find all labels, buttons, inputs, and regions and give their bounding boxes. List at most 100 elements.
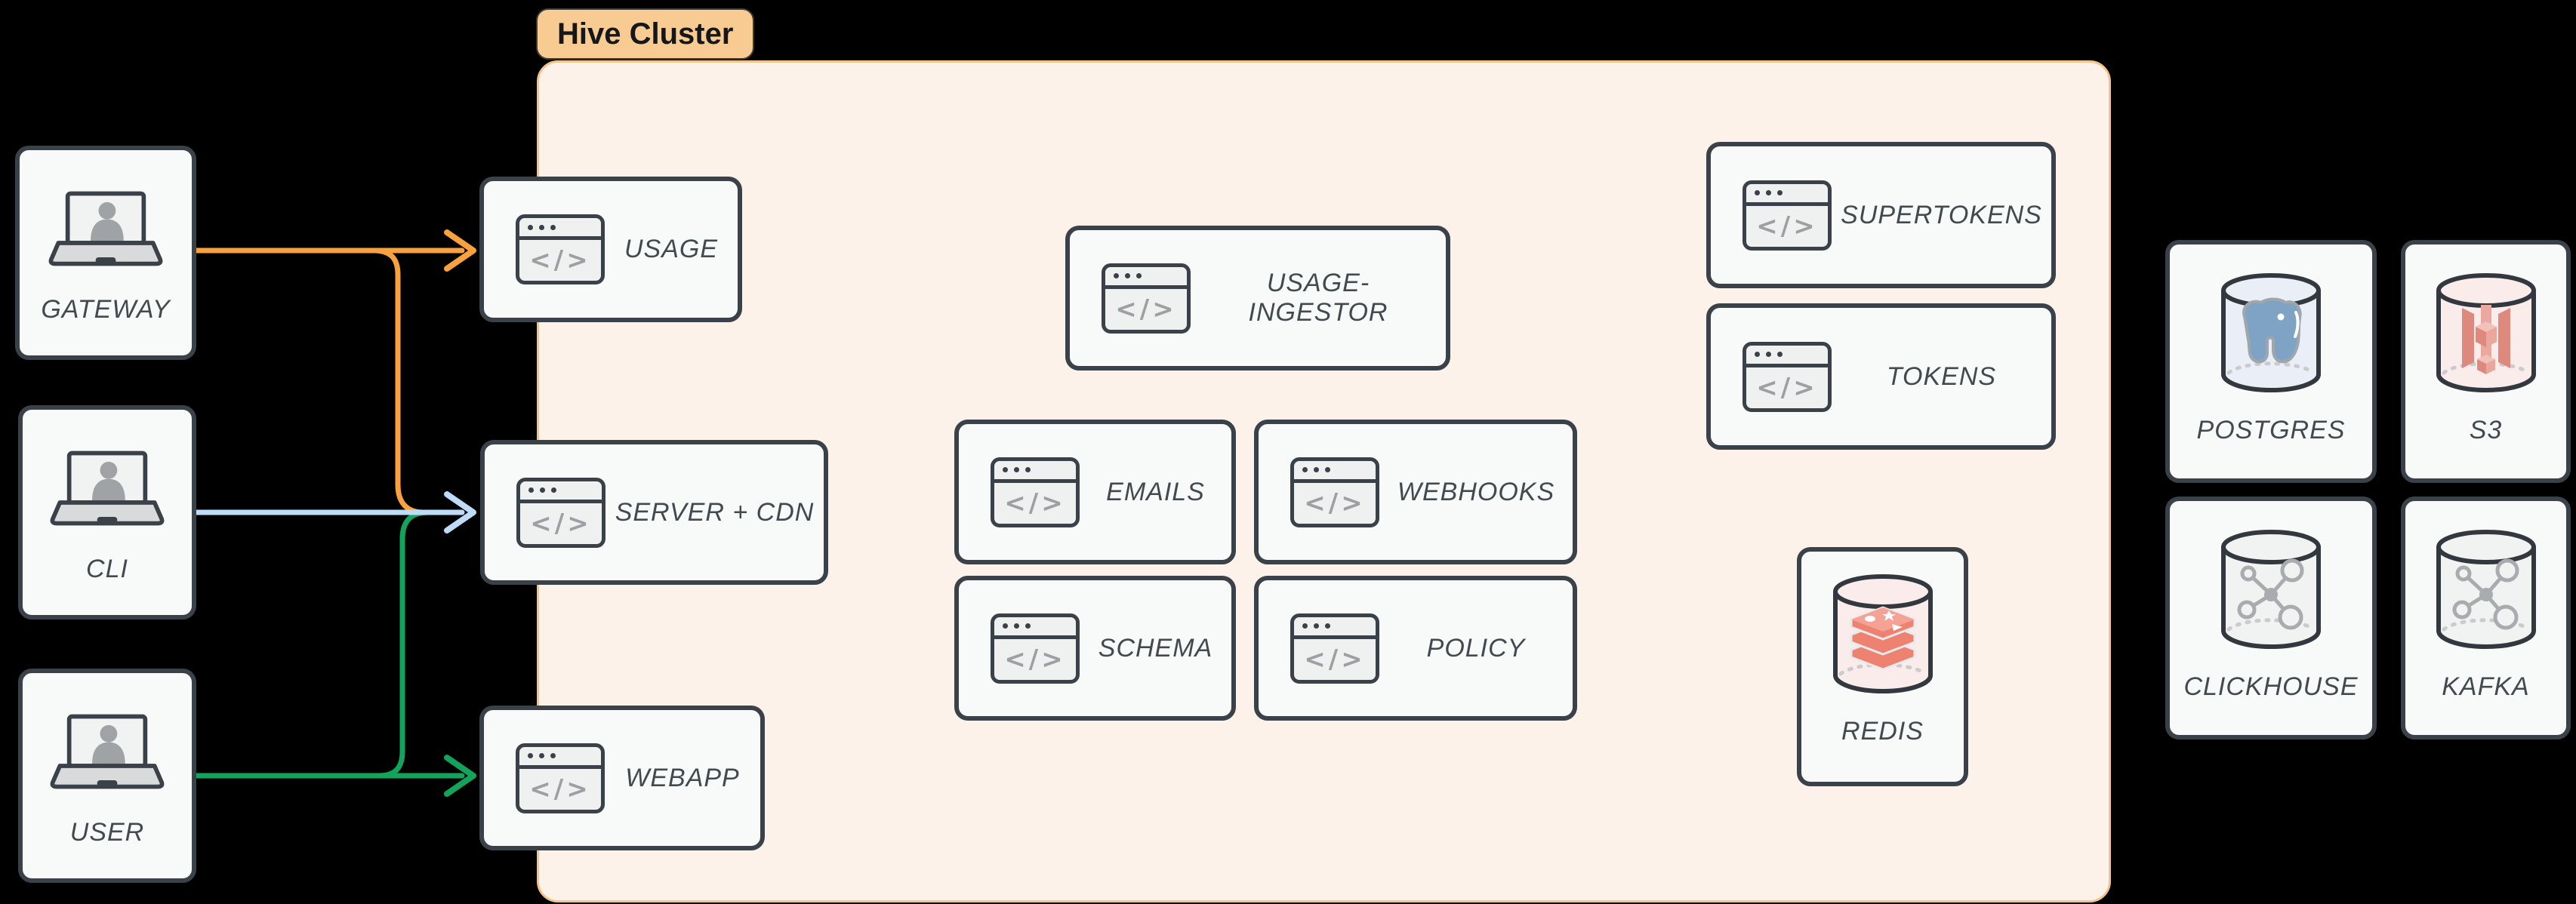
window-titlebar — [1746, 346, 1828, 367]
window-dot — [1136, 273, 1142, 278]
molecule-cylinder-icon — [2221, 530, 2321, 649]
node-gateway: GATEWAY — [15, 146, 196, 360]
kafka-icon-wrap — [2433, 527, 2539, 659]
arrowhead-gateway-usage — [444, 229, 476, 272]
window-body: </> — [1294, 639, 1376, 680]
node-emails-label: EMAILS — [1106, 477, 1205, 506]
node-schema: </> SCHEMA — [954, 576, 1236, 721]
laptop-user-icon — [48, 191, 163, 266]
window-dot — [550, 224, 556, 230]
node-webhooks-label: WEBHOOKS — [1397, 477, 1555, 506]
node-usage-ingestor-label: USAGE-INGESTOR — [1248, 269, 1388, 327]
code-glyph: </> — [1304, 487, 1366, 518]
s3-icon-wrap — [2433, 270, 2539, 402]
code-glyph: </> — [1004, 487, 1066, 518]
window-titlebar — [1746, 184, 1828, 206]
window-dot — [1302, 623, 1308, 629]
window-dot — [528, 487, 534, 493]
node-user: USER — [18, 669, 196, 883]
node-tokens-label: TOKENS — [1886, 361, 1997, 391]
node-supertokens: </> SUPERTOKENS — [1706, 142, 2056, 288]
window-body: </> — [1746, 367, 1828, 408]
node-gateway-label: GATEWAY — [41, 295, 171, 324]
window-dot — [1766, 352, 1771, 357]
window-body: </> — [520, 503, 602, 544]
arrow-gateway-server-branch — [371, 248, 451, 515]
cli-icon-wrap — [50, 449, 165, 532]
code-window-icon: </> — [516, 477, 605, 548]
redis-icon-wrap — [1830, 571, 1936, 703]
window-dot — [1302, 467, 1308, 472]
window-dot — [1766, 190, 1771, 195]
laptop-user-icon — [50, 450, 165, 526]
arrowhead-user-webapp — [444, 755, 476, 797]
window-dot — [1777, 352, 1783, 357]
arrow-user-server-branch — [376, 509, 451, 779]
webhooks-icon-wrap: </> — [1290, 457, 1379, 527]
molecule-cylinder-icon — [2436, 530, 2536, 649]
window-dot — [551, 487, 556, 493]
window-titlebar — [520, 481, 602, 503]
code-window-icon: </> — [516, 743, 605, 813]
code-glyph: </> — [1756, 211, 1818, 241]
cluster-badge: Hive Cluster — [536, 8, 755, 60]
node-usage-label: USAGE — [624, 235, 719, 263]
gateway-icon-wrap — [48, 189, 163, 272]
cluster-badge-label: Hive Cluster — [557, 17, 734, 51]
webapp-icon-wrap: </> — [516, 743, 605, 813]
user-icon-wrap — [50, 712, 165, 795]
tokens-icon-wrap: </> — [1742, 341, 1832, 412]
window-body: </> — [1746, 206, 1828, 247]
schema-icon-wrap: </> — [991, 613, 1080, 684]
code-window-icon: </> — [1290, 457, 1379, 527]
postgres-cylinder-icon — [2221, 273, 2321, 392]
node-s3-label: S3 — [2469, 416, 2503, 444]
window-body: </> — [519, 769, 601, 810]
policy-icon-wrap: </> — [1290, 613, 1379, 684]
code-window-icon: </> — [1102, 263, 1191, 334]
window-titlebar — [519, 218, 601, 240]
window-dot — [1025, 467, 1031, 472]
node-clickhouse-label: CLICKHOUSE — [2183, 672, 2359, 701]
code-window-icon: </> — [991, 457, 1080, 527]
window-dot — [528, 753, 533, 758]
window-titlebar — [519, 747, 601, 769]
window-dot — [528, 224, 533, 230]
node-usage-ingestor: </> USAGE-INGESTOR — [1065, 226, 1450, 371]
node-schema-label: SCHEMA — [1098, 633, 1213, 663]
window-titlebar — [1105, 267, 1187, 289]
node-server-cdn-label: SERVER + CDN — [615, 497, 815, 527]
redis-cylinder-icon — [1832, 574, 1933, 693]
s3-cylinder-icon — [2436, 273, 2536, 392]
window-body: </> — [519, 240, 601, 281]
window-dot — [540, 487, 545, 493]
supertokens-icon-wrap: </> — [1742, 180, 1832, 251]
window-body: </> — [994, 483, 1076, 524]
window-dot — [1125, 273, 1130, 278]
window-dot — [1003, 467, 1008, 472]
node-webapp: </> WEBAPP — [479, 706, 765, 850]
arrowhead-cli-server — [444, 491, 476, 533]
window-body: </> — [1105, 289, 1187, 330]
window-dot — [1114, 273, 1119, 278]
node-emails: </> EMAILS — [954, 420, 1236, 564]
code-glyph: </> — [529, 245, 591, 275]
node-kafka: KAFKA — [2401, 497, 2571, 739]
window-dot — [1325, 467, 1330, 472]
laptop-user-icon — [50, 714, 165, 789]
code-window-icon: </> — [1742, 341, 1832, 412]
server-cdn-icon-wrap: </> — [516, 477, 605, 548]
code-window-icon: </> — [991, 613, 1080, 684]
code-window-icon: </> — [1742, 180, 1832, 251]
node-usage: </> USAGE — [479, 177, 742, 322]
node-clickhouse: CLICKHOUSE — [2165, 497, 2377, 739]
window-dot — [1777, 190, 1783, 195]
window-dot — [550, 753, 556, 758]
window-dot — [1755, 352, 1760, 357]
code-glyph: </> — [1304, 644, 1366, 675]
window-titlebar — [1294, 617, 1376, 639]
node-redis-label: REDIS — [1841, 717, 1924, 746]
usage-icon-wrap: </> — [516, 214, 605, 284]
